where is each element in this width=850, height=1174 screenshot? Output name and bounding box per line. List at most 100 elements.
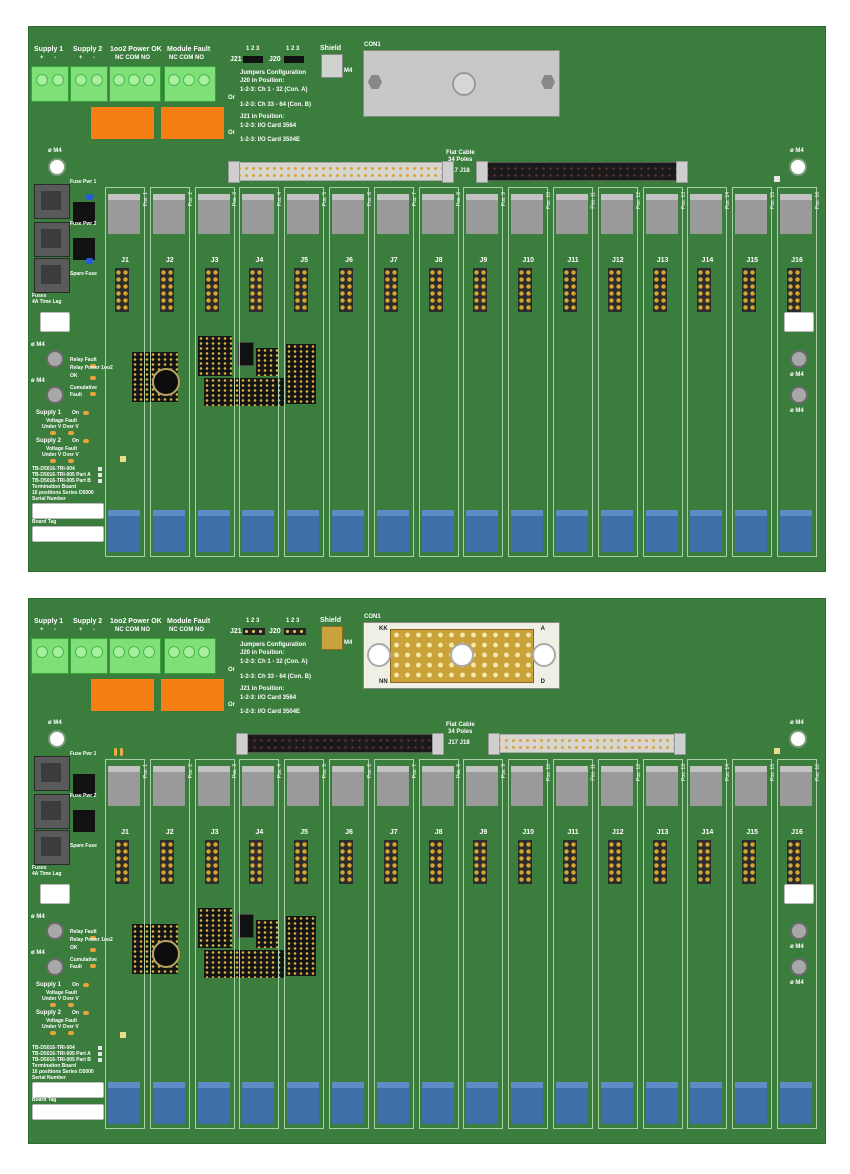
slot-position-label: Pos. 1 <box>143 192 149 207</box>
slot-position-label: Pos. 4 <box>277 192 284 207</box>
fuse-rating-label: 4A Time Lag <box>32 299 62 305</box>
j21-jumper[interactable] <box>243 56 263 63</box>
checkbox-square <box>98 479 102 483</box>
shield-connector[interactable] <box>321 54 343 78</box>
relay-power-led <box>90 948 96 952</box>
j21-position-label: J21 in Position: <box>240 114 285 120</box>
checkbox-square <box>98 467 102 471</box>
con1-corner-nn: NN <box>379 679 388 685</box>
j20-jumper[interactable] <box>284 56 304 63</box>
slot-position-label: Pos. 13 <box>680 192 687 209</box>
fuse-pwr2[interactable] <box>34 222 70 257</box>
con1-connector-cover[interactable] <box>363 50 560 117</box>
supply2-on-led <box>83 439 89 443</box>
j18-flat-connector[interactable] <box>488 733 686 755</box>
or-label: Or <box>228 702 236 708</box>
relay-1 <box>91 679 154 711</box>
j20-jumper-pins[interactable] <box>284 628 306 635</box>
slot-position-label: Pos. 10 <box>546 192 553 209</box>
supply2-terminal[interactable] <box>70 66 108 102</box>
serial-number-box <box>32 503 104 519</box>
j21-jumper-pins[interactable] <box>243 628 265 635</box>
module-fault-pins-label: NC COM NO <box>169 55 204 61</box>
over-v-led <box>68 431 74 435</box>
module-fault-pins-label: NC COM NO <box>169 627 204 633</box>
module-top-latch <box>242 766 275 806</box>
on-label: On <box>72 982 79 988</box>
fault-label: Fault <box>70 964 82 970</box>
j17-flat-connector[interactable] <box>236 733 444 755</box>
shield-connector[interactable] <box>321 626 343 650</box>
serial-number-label: Serial Number <box>32 1075 66 1081</box>
con1-dsub-connector[interactable]: KK A NN D <box>363 622 560 689</box>
module-bottom-latch <box>242 510 275 552</box>
slot-position-label: Pos. 3 <box>232 192 239 207</box>
jumper-config-title: Jumpers Configuration <box>240 70 307 76</box>
supply2-status-label: Supply 2 <box>36 1010 62 1016</box>
supply2-terminal[interactable] <box>70 638 108 674</box>
module-fault-terminal[interactable] <box>164 638 216 674</box>
fuse-pwr1[interactable] <box>34 184 70 219</box>
relay-power-label: Relay Power 1oo2 <box>70 365 113 371</box>
fuse-pwr1[interactable] <box>34 756 70 791</box>
power-ok-terminal[interactable] <box>109 66 161 102</box>
module-top-latch <box>600 766 633 806</box>
ok-label: OK <box>70 373 78 379</box>
slot-position-label: Pos. 7 <box>411 764 418 779</box>
mounting-hole <box>790 958 808 976</box>
fuse-pwr2-label: Fuse Pwr 2 <box>70 221 97 227</box>
mounting-hole <box>790 386 808 404</box>
j21-option-io1: 1-2-3: I/O Card 3564 <box>240 123 297 129</box>
fuse-pwr2[interactable] <box>34 794 70 829</box>
supply1-terminal[interactable] <box>31 638 69 674</box>
j18-flat-connector[interactable] <box>476 161 688 183</box>
slot-pin-header <box>294 268 309 312</box>
under-v-led <box>50 431 56 435</box>
power-ok-terminal[interactable] <box>109 638 161 674</box>
module-top-latch <box>421 766 454 806</box>
spare-fuse[interactable] <box>34 258 70 293</box>
shield-label: Shield <box>320 617 342 624</box>
slot-connector-label: J5 <box>300 829 309 836</box>
slot-connector-label: J6 <box>345 829 353 836</box>
supply1-terminal[interactable] <box>31 66 69 102</box>
minus-label: - <box>54 627 56 633</box>
j17-flat-connector[interactable] <box>228 161 454 183</box>
slot-pin-header <box>383 268 398 312</box>
module-fault-terminal[interactable] <box>164 66 216 102</box>
serial-number-label: Serial Number <box>32 496 66 502</box>
spare-fuse[interactable] <box>34 830 70 865</box>
